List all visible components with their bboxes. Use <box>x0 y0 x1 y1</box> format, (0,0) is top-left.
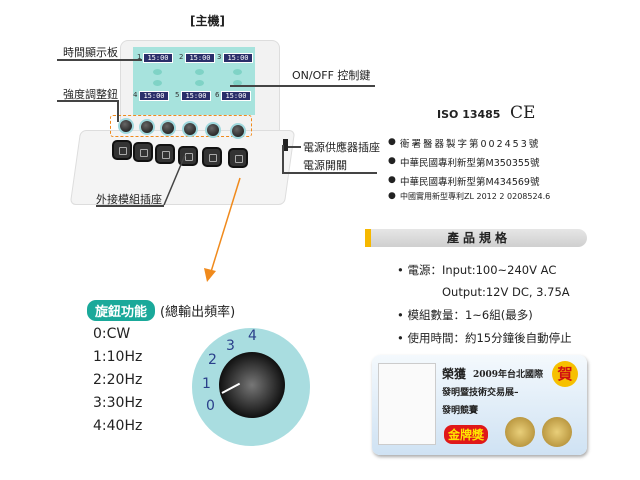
dial-tick: 1 <box>202 376 211 392</box>
gold-medal-label: 金牌獎 <box>444 425 489 444</box>
time-display: 15:00 <box>143 53 173 63</box>
congrats-badge: 賀 <box>552 361 578 387</box>
intensity-knob[interactable] <box>182 121 198 137</box>
dial-tick: 0 <box>206 398 215 414</box>
freq-option: 0:CW <box>93 326 131 342</box>
award-line2: 發明暨技術交易展– <box>442 388 519 398</box>
led-indicator <box>195 69 204 75</box>
award-line3: 發明競賽 <box>442 406 479 416</box>
intensity-knob[interactable] <box>160 120 176 136</box>
arrow-down-icon <box>204 268 216 282</box>
power-switch[interactable] <box>283 139 288 151</box>
intensity-knob[interactable] <box>118 118 134 134</box>
onoff-button[interactable] <box>233 80 242 86</box>
module-socket[interactable] <box>155 144 175 164</box>
channel-number: 4 <box>133 91 138 99</box>
dial-knob[interactable] <box>219 352 285 418</box>
iso-label: ISO 13485 <box>437 108 501 121</box>
time-display: 15:00 <box>139 91 169 101</box>
spec-item: • 電源：Input:100~240V AC <box>397 263 557 277</box>
callout-onoff-key: ON/OFF 控制鍵 <box>292 69 371 82</box>
intensity-knob[interactable] <box>139 119 155 135</box>
knob-function-subtitle: (總輸出頻率) <box>160 305 236 320</box>
callout-power-switch: 電源開關 <box>303 159 347 172</box>
knob-function-badge: 旋鈕功能 <box>87 300 156 321</box>
intensity-knob[interactable] <box>230 123 246 139</box>
knob-highlight <box>110 115 252 137</box>
channel-number: 2 <box>179 53 184 61</box>
spec-header: 產品規格 <box>371 229 587 247</box>
module-socket[interactable] <box>133 142 153 162</box>
time-display: 15:00 <box>223 53 253 63</box>
module-socket[interactable] <box>112 140 132 160</box>
onoff-button[interactable] <box>195 80 204 86</box>
cert-item: 衛署醫器製字第002453號 <box>400 139 541 150</box>
time-display: 15:00 <box>221 91 251 101</box>
medal-icon <box>505 417 535 447</box>
freq-option: 3:30Hz <box>93 395 143 411</box>
module-socket[interactable] <box>228 148 248 168</box>
medal-icon <box>542 417 572 447</box>
led-indicator <box>233 69 242 75</box>
time-display: 15:00 <box>181 91 211 101</box>
spec-item: Output:12V DC, 3.75A <box>442 285 570 299</box>
pointer-lines <box>163 154 241 282</box>
callout-intensity-knob: 強度調整鈕 <box>63 88 118 101</box>
cert-item: 中國實用新型專利ZL 2012 2 0208524.6 <box>400 192 551 201</box>
bullet: ● <box>388 175 396 185</box>
module-socket[interactable] <box>202 147 222 167</box>
award-banner: 榮獲 2009年台北國際 發明暨技術交易展– 發明競賽 賀 金牌獎 <box>372 355 587 455</box>
cert-item: 中華民國專利新型第M350355號 <box>400 158 540 169</box>
onoff-button[interactable] <box>153 80 162 86</box>
time-display: 15:00 <box>185 53 215 63</box>
callout-power-socket: 電源供應器插座 <box>303 141 380 154</box>
bullet: ● <box>388 156 396 166</box>
dial-tick: 3 <box>226 338 235 354</box>
channel-number: 5 <box>175 91 180 99</box>
freq-option: 4:40Hz <box>93 418 143 434</box>
spec-item: • 模組數量：1~6組(最多) <box>397 308 533 322</box>
bullet: ● <box>388 137 396 147</box>
award-prefix: 榮獲 <box>442 367 467 381</box>
device-screen: 1 15:00 2 15:00 3 15:00 4 15:00 5 15:00 … <box>133 47 255 115</box>
dial-tick: 2 <box>208 352 217 368</box>
channel-number: 1 <box>137 53 142 61</box>
main-unit-title: [主機] <box>190 14 225 28</box>
ce-mark: CE <box>510 103 536 123</box>
award-certificate <box>378 363 436 445</box>
channel-number: 3 <box>217 53 222 61</box>
bullet: ● <box>388 191 396 201</box>
callout-external-socket: 外接模組插座 <box>96 193 162 206</box>
led-indicator <box>153 69 162 75</box>
intensity-knob[interactable] <box>205 122 221 138</box>
cert-item: 中華民國專利新型第M434569號 <box>400 177 540 188</box>
dial-tick: 4 <box>248 328 257 344</box>
award-line1: 2009年台北國際 <box>473 370 544 380</box>
spec-item: • 使用時間：約15分鐘後自動停止 <box>397 331 572 345</box>
freq-option: 2:20Hz <box>93 372 143 388</box>
freq-option: 1:10Hz <box>93 349 143 365</box>
channel-number: 6 <box>215 91 220 99</box>
spec-accent <box>365 229 371 247</box>
device-illustration: 1 15:00 2 15:00 3 15:00 4 15:00 5 15:00 … <box>69 35 296 205</box>
callout-time-display: 時間顯示板 <box>63 46 118 59</box>
